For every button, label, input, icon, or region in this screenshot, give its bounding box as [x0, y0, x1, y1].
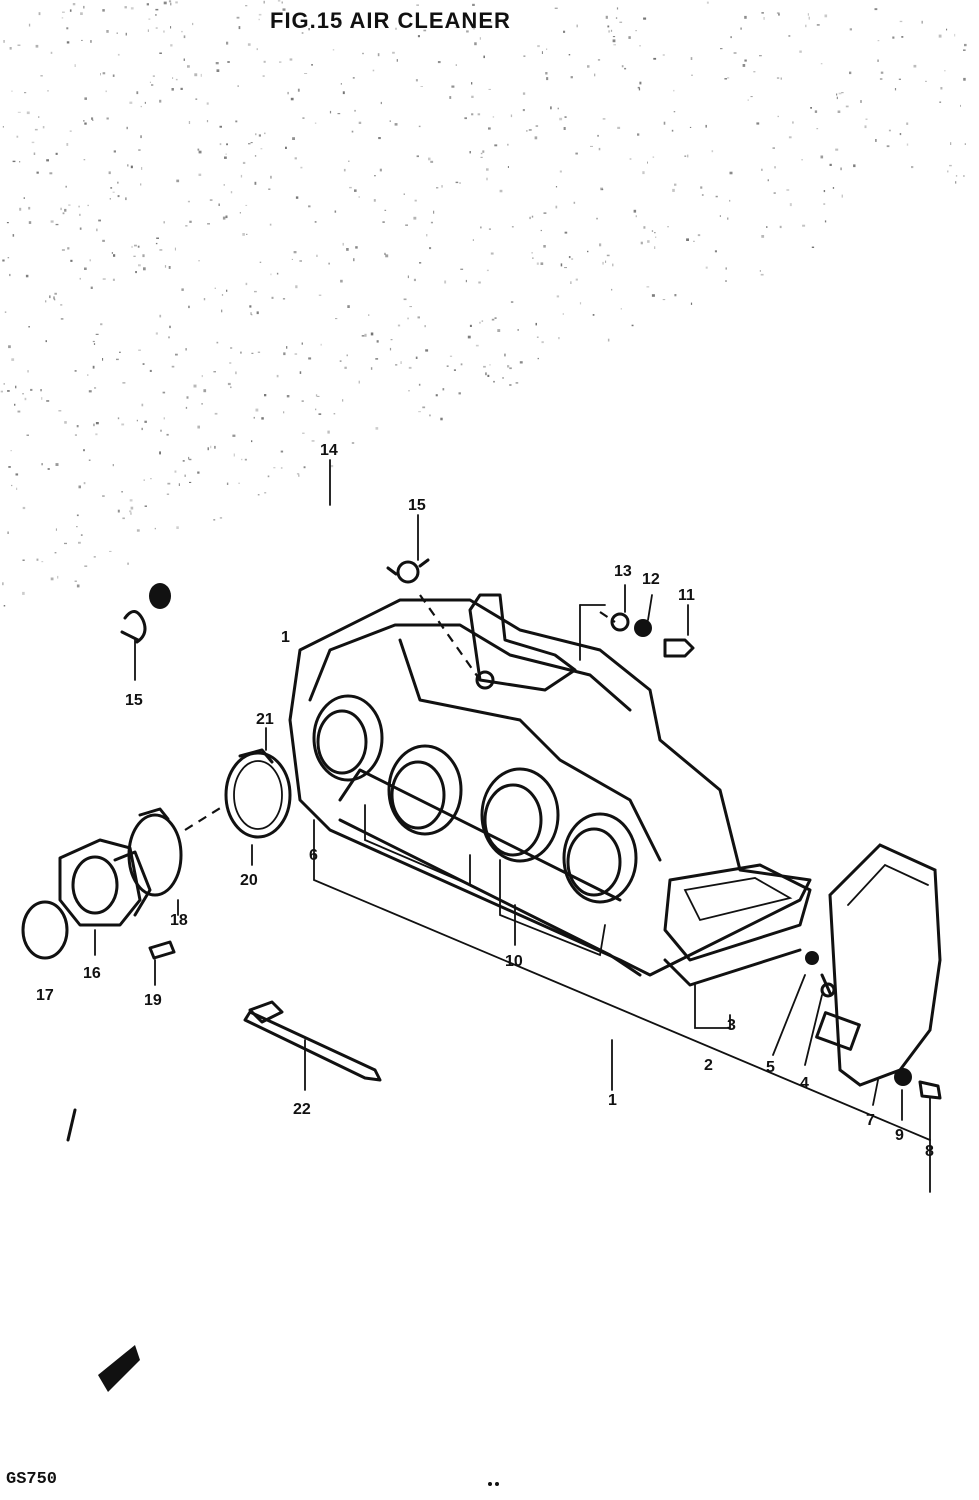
breather-hose	[149, 495, 417, 609]
intake-port-1	[312, 694, 384, 782]
callout-21: 21	[256, 711, 274, 728]
callout-2: 2	[704, 1057, 713, 1074]
callout-10: 10	[505, 953, 523, 970]
callout-19: 19	[144, 992, 162, 1009]
model-label: GS750	[6, 1470, 58, 1489]
callout-8: 8	[925, 1143, 934, 1160]
callout-22: 22	[293, 1101, 311, 1118]
callout-6: 6	[309, 847, 318, 864]
leader-lines	[94, 459, 931, 1193]
explosion-lines	[184, 594, 616, 831]
hose-clamp-left	[120, 610, 147, 644]
callout-11: 11	[678, 587, 695, 604]
callout-3: 3	[727, 1017, 736, 1034]
callout-13: 13	[614, 563, 632, 580]
intake-pipe	[58, 838, 152, 927]
callout-1-upper: 1	[281, 629, 290, 646]
intake-port-4	[562, 812, 638, 904]
figure-title: FIG.15 AIR CLEANER	[270, 8, 511, 33]
callout-4: 4	[800, 1075, 809, 1092]
callout-7: 7	[866, 1112, 875, 1129]
callout-14: 14	[320, 442, 338, 459]
filter-element	[663, 863, 812, 987]
intake-port-2	[387, 744, 463, 836]
callout-12: 12	[642, 571, 660, 588]
o-ring	[21, 900, 69, 960]
boot-clamp	[224, 748, 292, 839]
intake-port-3	[480, 767, 560, 863]
air-cleaner-case	[288, 593, 812, 977]
callout-5: 5	[766, 1059, 775, 1076]
fasteners	[148, 612, 942, 1100]
scan-marks	[66, 1108, 499, 1486]
callout-20: 20	[240, 872, 258, 889]
callout-18: 18	[170, 912, 188, 929]
callout-15-right: 15	[408, 497, 426, 514]
callout-15-left: 15	[125, 692, 143, 709]
strap	[243, 1000, 382, 1082]
callout-17: 17	[36, 987, 54, 1004]
air-cleaner-cover	[815, 843, 942, 1087]
callout-16: 16	[83, 965, 101, 982]
callout-9: 9	[895, 1127, 904, 1144]
callouts: 1 1 2 3 4 5 6 7 8 9 10 11 12 13 14 15 15…	[36, 442, 934, 1160]
hose-clamp-right	[386, 558, 430, 584]
scan-noise	[0, 0, 967, 607]
callout-1-lower: 1	[608, 1092, 617, 1109]
intake-clamp	[127, 807, 183, 897]
